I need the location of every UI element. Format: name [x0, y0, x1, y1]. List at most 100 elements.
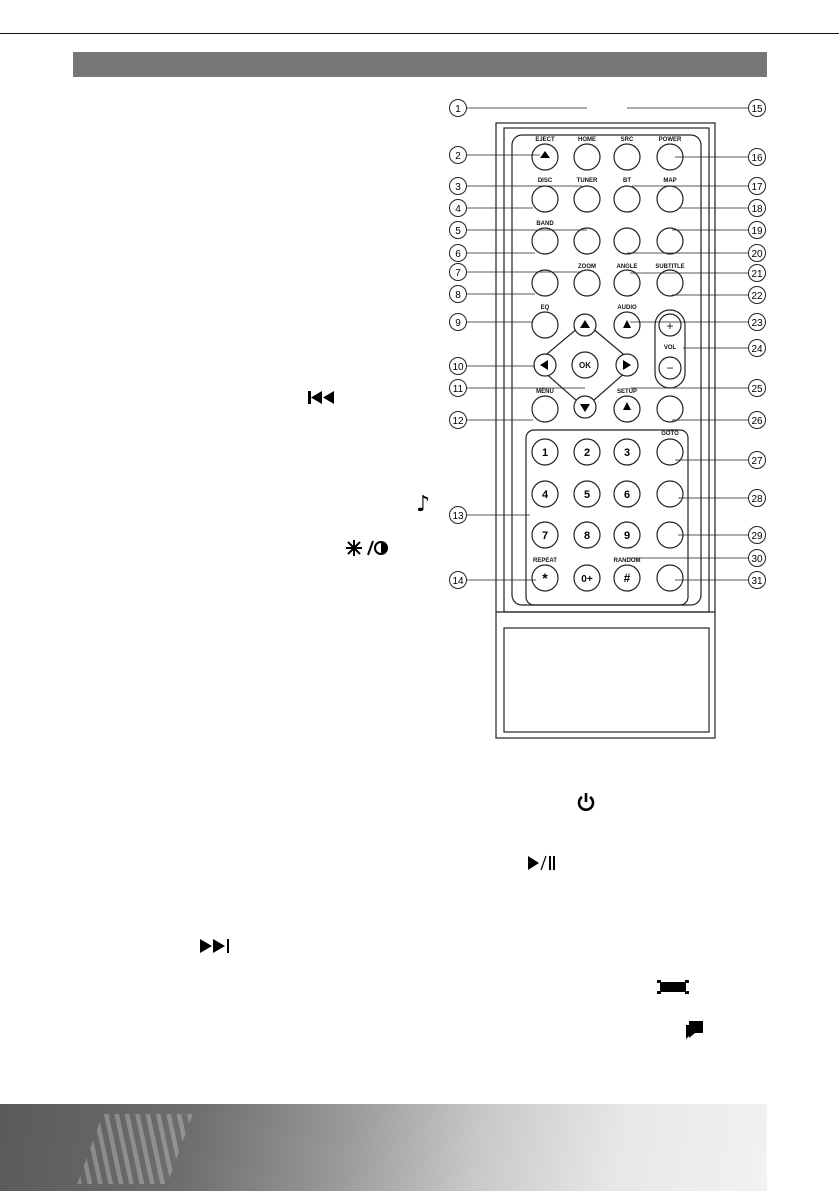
bt-button[interactable]: [613, 185, 641, 213]
callout-circle: [748, 526, 766, 544]
subtitle-label: SUBTITLE: [655, 264, 684, 270]
star-button[interactable]: [531, 564, 559, 592]
eq-label: EQ: [541, 305, 550, 311]
callout-circle: [748, 286, 766, 304]
callout-number: 7: [455, 268, 461, 279]
callout-circle: [449, 357, 467, 375]
disc-button[interactable]: [531, 185, 559, 213]
keypad-digit-label: 4: [542, 489, 549, 501]
callout-number: 24: [751, 344, 763, 355]
angle-icon: [657, 980, 689, 994]
callout-circle: [748, 339, 766, 357]
callout-circle: [748, 411, 766, 429]
callout-circle: [748, 99, 766, 117]
next-button[interactable]: [656, 227, 684, 255]
menu-label: MENU: [536, 389, 554, 395]
callout-number: 28: [751, 494, 763, 505]
callout-circle: [748, 177, 766, 195]
keypad-4-button[interactable]: [531, 480, 559, 508]
callout-circle: [449, 146, 467, 164]
menu-button[interactable]: [531, 395, 559, 423]
keypad-8-button[interactable]: [573, 521, 601, 549]
map-button[interactable]: [656, 185, 684, 213]
map-label: MAP: [663, 178, 676, 184]
callout-circle: [748, 221, 766, 239]
power-icon: [577, 793, 595, 811]
keypad-digit-label: 8: [584, 530, 590, 542]
zoom-button[interactable]: [573, 269, 601, 297]
power-label: POWER: [659, 137, 682, 143]
setup-label: SETUP: [617, 389, 637, 395]
brightness-button[interactable]: [531, 269, 559, 297]
callout-number: 13: [452, 511, 464, 522]
band-button[interactable]: [531, 227, 559, 255]
callout-number: 8: [455, 290, 461, 301]
repeat-label: REPEAT: [533, 558, 557, 564]
audio-label: AUDIO: [617, 305, 637, 311]
keypad-digit-label: 7: [542, 530, 548, 542]
mute-button[interactable]: [656, 395, 684, 423]
tuner-label: TUNER: [577, 178, 598, 184]
eject-icon: [540, 151, 550, 158]
keypad-3-button[interactable]: [613, 438, 641, 466]
keypad-digit-label: 2: [584, 447, 590, 459]
random-label: RANDOM: [614, 558, 641, 564]
keypad-digit-label: 6: [624, 489, 630, 501]
keypad-9-button[interactable]: [613, 521, 641, 549]
back-button[interactable]: [656, 564, 684, 592]
top-rule: [0, 33, 839, 34]
callout-circle: [748, 244, 766, 262]
keypad-7-button[interactable]: [531, 521, 559, 549]
keypad-digit-label: 1: [542, 447, 548, 459]
callout-circle: [748, 148, 766, 166]
eq-button[interactable]: [531, 311, 559, 339]
music-note-icon: ♪: [416, 492, 431, 517]
vol-minus-button[interactable]: [658, 356, 682, 380]
prev-button[interactable]: [573, 227, 601, 255]
vol-minus-label: −: [666, 361, 673, 375]
keypad-digit-label: 5: [584, 489, 590, 501]
battery-compartment: [503, 627, 710, 733]
callout-number: 27: [751, 456, 763, 467]
src-button[interactable]: [613, 143, 641, 171]
zero-button[interactable]: [573, 564, 601, 592]
callout-circle: [748, 379, 766, 397]
callout-number: 14: [452, 576, 464, 587]
vol-plus-button[interactable]: [658, 313, 682, 337]
down-arrow-icon: [580, 404, 590, 412]
disc-label: DISC: [538, 178, 553, 184]
hash-label: #: [624, 571, 631, 585]
callout-number: 17: [751, 182, 763, 193]
callout-number: 26: [751, 416, 763, 427]
tuner-button[interactable]: [573, 185, 601, 213]
angle-button[interactable]: [613, 269, 641, 297]
header-bar: [73, 52, 767, 77]
callout-circle: [449, 99, 467, 117]
callout-circle: [748, 451, 766, 469]
play-pause-button[interactable]: [613, 227, 641, 255]
callout-circle: [449, 263, 467, 281]
callout-circle: [449, 313, 467, 331]
callout-number: 21: [751, 269, 763, 280]
up-arrow-icon: [623, 320, 631, 328]
callout-number: 11: [453, 384, 464, 395]
goto-button[interactable]: [656, 438, 684, 466]
keypad-1-button[interactable]: [531, 438, 559, 466]
callout-circle: [449, 506, 467, 524]
home-button[interactable]: [573, 143, 601, 171]
next-icon: [200, 939, 229, 953]
keypad-6-button[interactable]: [613, 480, 641, 508]
keypad-5-button[interactable]: [573, 480, 601, 508]
home-label: HOME: [578, 137, 596, 143]
callout-circle: [748, 571, 766, 589]
callout-circle: [748, 549, 766, 567]
subtitle-button[interactable]: [656, 269, 684, 297]
hash-button[interactable]: [613, 564, 641, 592]
callout-number: 1: [455, 104, 461, 115]
keypad-2-button[interactable]: [573, 438, 601, 466]
callout-number: 2: [455, 151, 461, 162]
ok-button[interactable]: [571, 351, 599, 379]
callout-number: 12: [452, 416, 464, 427]
callout-number: 22: [751, 291, 763, 302]
call-button[interactable]: [656, 480, 684, 508]
